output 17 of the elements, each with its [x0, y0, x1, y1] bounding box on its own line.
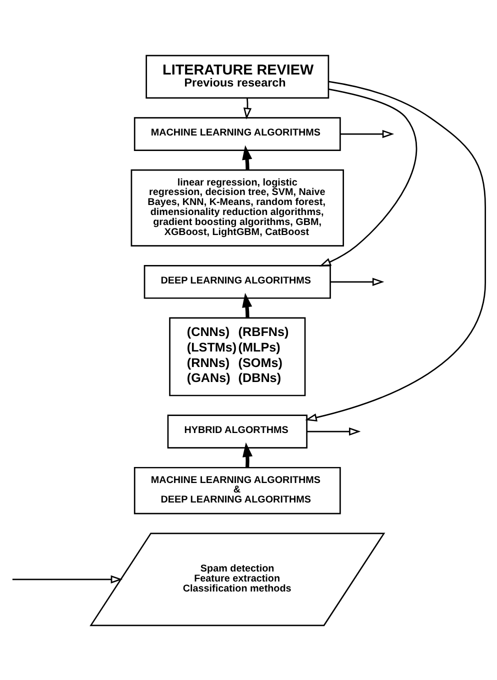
arrow [319, 88, 418, 266]
arrow [242, 292, 252, 318]
node-box: DEEP LEARNING ALGORITHMS [144, 264, 331, 298]
arrow [340, 129, 394, 138]
arrow [307, 426, 361, 436]
arrow [242, 144, 252, 170]
node-box: (CNNs) (RBFNs) (LSTMs)(MLPs) (RNNs) (SOMs) (GANs) (DBNs) [169, 316, 306, 396]
arrow [12, 574, 123, 584]
node-box: LITERATURE REVIEW Previous research [146, 54, 330, 98]
arrow [305, 80, 486, 422]
arrow [242, 442, 253, 467]
node-box: linear regression, logistic regression, decision tree, SVM, Naive Bayes, KNN, K-Means, random forest, dimensionality reduction algorithms, gradient boosting algorithms, GBM, XGBoost, LightGBM, CatBoost [130, 168, 344, 246]
node-box: MACHINE LEARNING ALGORITHMS [134, 116, 341, 150]
arrow [243, 97, 252, 120]
arrow [330, 277, 384, 286]
node-box: MACHINE LEARNING ALGORITHMS & DEEP LEARNING ALGORITHMS [134, 466, 341, 514]
node-box: HYBRID ALGORTHMS [167, 414, 308, 448]
